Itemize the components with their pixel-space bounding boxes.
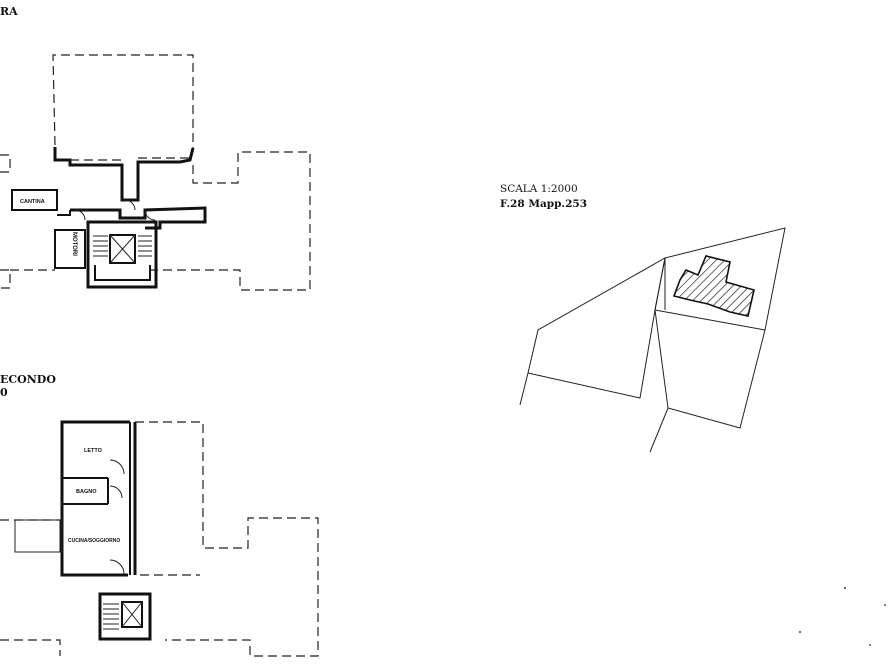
floor1-plan: [0, 54, 311, 291]
room-label-bagno: BAGNO: [76, 489, 97, 495]
room-label-motori: MOTORI: [71, 232, 77, 256]
floor2-plan: [0, 420, 319, 657]
site-parcel-right: [654, 227, 786, 429]
balcony: [14, 519, 61, 553]
floor1-upper-dashed-outline: [52, 54, 194, 148]
motori-room: [54, 229, 86, 269]
stair-core-outline: [86, 220, 158, 289]
site-plan: [519, 227, 786, 453]
floor2-elevator-cross: [121, 601, 143, 628]
floor2-stair-treads: [103, 603, 119, 630]
entry-door-arc: [109, 559, 125, 575]
mapp-253-building: [672, 255, 755, 317]
site-parcel-left: [519, 257, 666, 406]
floor1-mid-wall: [70, 206, 207, 230]
site-scale-label: SCALA 1:2000: [500, 183, 578, 195]
floor2-elevator: [121, 601, 143, 628]
room-label-cucina: CUCINA/SOGGIORNO: [68, 538, 120, 544]
site-boundary: [654, 309, 766, 331]
floor1-right-dashed-outline: [150, 151, 311, 291]
floor2-stair-core: [98, 592, 152, 641]
site-ref-label: F.28 Mapp.253: [500, 198, 587, 210]
floor1-door-arc: [144, 209, 156, 221]
floor2-title-line2: 0: [0, 386, 8, 399]
floor2-bottom-left-dashed: [0, 639, 61, 656]
floor1-left-dashed-outline-lower: [0, 269, 11, 289]
apartment-outline: [60, 420, 130, 577]
cantina-room: [11, 189, 58, 211]
floor1-left-dashed-outline: [0, 154, 11, 173]
site-road-edge: [649, 407, 669, 453]
scan-specks: [799, 587, 886, 646]
floor1-stair-lower: [94, 265, 151, 281]
floor1-door-arc: [124, 199, 136, 211]
room-label-letto: LETTO: [84, 448, 103, 454]
floor1-mid-wall-left: [57, 210, 71, 216]
floor1-title: RA: [0, 5, 18, 18]
elevator-cross: [109, 234, 136, 264]
bagno-door-arc: [109, 485, 123, 499]
letto-door-arc: [109, 459, 125, 475]
elevator-shaft: [109, 234, 136, 264]
floor2-title-line1: ECONDO: [0, 373, 56, 386]
floor1-stair-treads: [93, 235, 152, 257]
room-label-cantina: CANTINA: [20, 199, 45, 205]
floor2-dashed-outline: [135, 421, 319, 657]
floor1-upper-wall: [53, 147, 195, 202]
floor1-door-arc: [74, 209, 86, 221]
